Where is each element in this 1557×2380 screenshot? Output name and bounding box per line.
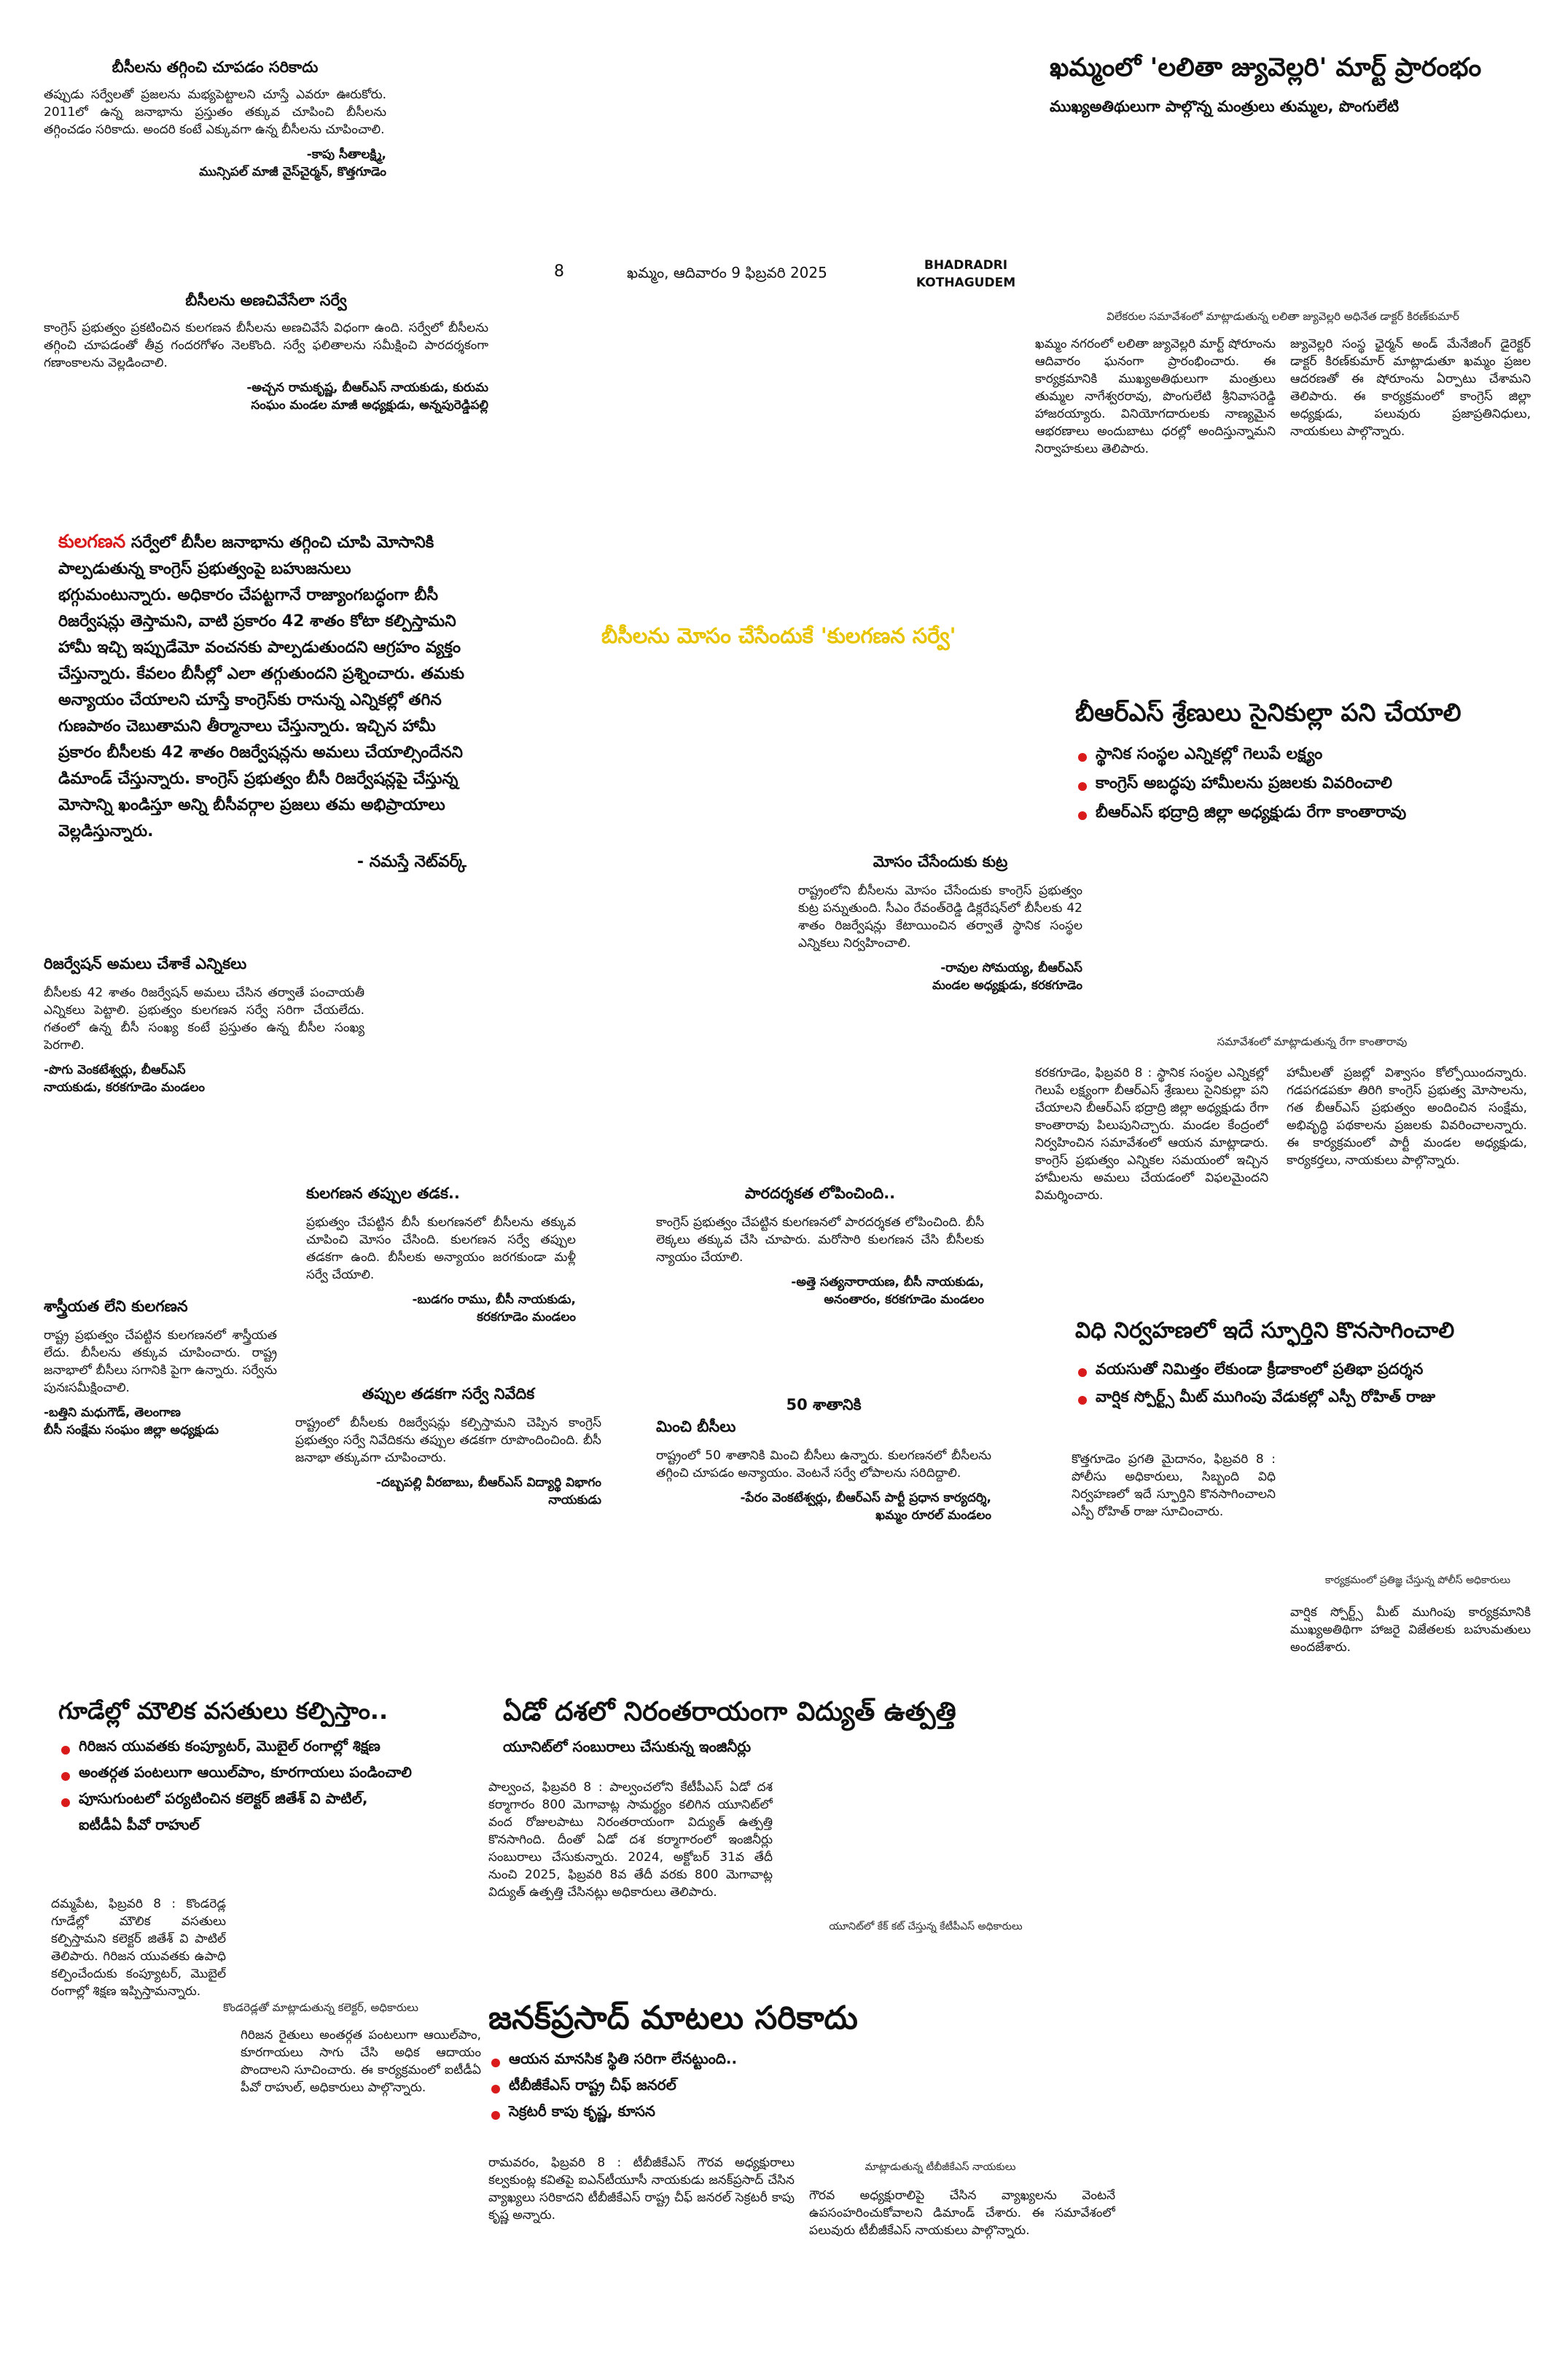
fifty-title-l1: 50 శాతానికి <box>786 1396 862 1413</box>
brs-col1: కరకగూడెం, ఫిబ్రవరి 8 : స్థానిక సంస్థల ఎన… <box>1035 1066 1268 1203</box>
lalitha-headline: ఖమ్మంలో 'లలితా జ్యువెల్లరి' మార్ట్ ప్రార… <box>1050 53 1482 82</box>
letter-title: బీసీలను తగ్గించి చూపడం సరికాదు <box>112 58 319 76</box>
letter-signature: -కాపు సీతాలక్ష్మి, మున్సిపల్ మాజీ వైస్‌చ… <box>199 147 386 179</box>
letter-body: కాంగ్రెస్ ప్రభుత్వం ప్రకటించిన కులగణన బీ… <box>44 321 488 370</box>
bullet: ఆయన మానసిక స్థితి సరిగా లేనట్టుంది.. <box>488 2048 1057 2069</box>
brs-headline: బీఆర్ఎస్ శ్రేణులు సైనికుల్లా పని చేయాలి <box>1075 698 1462 727</box>
bullet: బీఆర్ఎస్ భద్రాద్రి జిల్లా అధ్యక్షుడు రేగ… <box>1075 801 1534 824</box>
tappula-article: కులగణన తప్పుల తడక.. ప్రభుత్వం చేపట్టిన బ… <box>306 1185 576 1432</box>
gudem-header: గూడేల్లో మౌలిక వసతులు కల్పిస్తాం.. గిరిజ… <box>58 1695 488 1870</box>
vidhi-col2: వార్షిక స్పోర్ట్స్ మీట్ ముగింపు కార్యక్ర… <box>1290 1605 1531 1655</box>
reservation-signature: -పొగు వెంకటేశ్వర్లు, బీఆర్ఎస్ నాయకుడు, క… <box>44 1063 205 1095</box>
mosam-title: మోసం చేసేందుకు కుట్ర <box>873 853 1008 870</box>
tappula-signature: -బుడగం రాము, బీసీ నాయకుడు, కరకగూడెం మండల… <box>412 1292 576 1324</box>
tappula-body: ప్రభుత్వం చేపట్టిన బీసీ కులగణనలో బీసీలను… <box>306 1215 576 1282</box>
edition-line1: BHADRADRI <box>924 258 1008 273</box>
vidhi-caption: కార్యక్రమంలో ప్రతిజ్ఞ చేస్తున్న పోలీస్ అ… <box>1324 1575 1511 1586</box>
bullet-cont: సెక్రటరీ కాపు కృష్ణ, కూసన <box>488 2101 1057 2121</box>
mosam-article: మోసం చేసేందుకు కుట్ర రాష్ట్రంలోని బీసీలన… <box>798 853 1082 1130</box>
fifty-title-l2: మించి బీసీలు <box>656 1418 736 1435</box>
bullet: కాంగ్రెస్ అబద్ధపు హామీలను ప్రజలకు వివరిం… <box>1075 772 1534 795</box>
sastriyata-article: శాస్త్రీయత లేని కులగణన రాష్ట్ర ప్రభుత్వం… <box>44 1298 277 1633</box>
vidhi-bullets: వయసుతో నిమిత్తం లేకుండా క్రీడాకాంలో ప్రత… <box>1075 1358 1542 1408</box>
dateline: ఖమ్మం, ఆదివారం 9 ఫిబ్రవరి 2025 <box>627 264 827 281</box>
gudem-col2: గిరిజన రైతులు అంతర్గత పంటలుగా ఆయిల్‌పాం,… <box>241 2028 481 2095</box>
nivedika-title: తప్పుల తడకగా సర్వే నివేదిక <box>362 1385 535 1402</box>
vidyut-headline: ఏడో దశలో నిరంతరాయంగా విద్యుత్ ఉత్పత్తి <box>503 1697 956 1727</box>
bullet: అంతర్గత పంటలుగా ఆయిల్‌పాం, కూరగాయలు పండి… <box>58 1762 488 1782</box>
brs-bullets: స్థానిక సంస్థల ఎన్నికల్లో గెలుపే లక్ష్యం… <box>1075 743 1534 824</box>
letter-signature: -అచ్చన రామకృష్ణ, బీఆర్ఎస్ నాయకుడు, కురుమ… <box>246 381 488 413</box>
lalitha-col1: ఖమ్మం నగరంలో లలితా జ్యువెల్లరి మార్ట్ షో… <box>1035 337 1276 456</box>
fifty-signature: -పేరం వెంకటేశ్వర్లు, బీఆర్ఎస్ పార్టీ ప్ర… <box>740 1491 991 1523</box>
brs-col2: హామీలతో ప్రజల్లో విశ్వాసం కోల్పోయిందన్నా… <box>1287 1066 1527 1168</box>
letter-title: బీసీలను అణచివేసేలా సర్వే <box>185 292 347 309</box>
janak-bullets: ఆయన మానసిక స్థితి సరిగా లేనట్టుంది.. టీబ… <box>488 2048 1057 2121</box>
tappula-title: కులగణన తప్పుల తడక.. <box>306 1185 460 1202</box>
lead-word: కులగణన <box>58 531 126 552</box>
gudem-bullets: గిరిజన యువతకు కంప్యూటర్, మొబైల్ రంగాల్లో… <box>58 1736 488 1835</box>
vidhi-headline: విధి నిర్వహణలో ఇదే స్ఫూర్తిని కొనసాగించా… <box>1075 1318 1455 1343</box>
nivedika-signature: -దబ్బపల్లి వీరబాబు, బీఆర్ఎస్ విద్యార్థి … <box>375 1475 601 1507</box>
janak-header: జనక్‌ప్రసాద్ మాటలు సరికాదు ఆయన మానసిక స్… <box>488 1997 1057 2143</box>
reservation-title: రిజర్వేషన్ అమలు చేశాకే ఎన్నికలు <box>44 955 247 972</box>
janak-caption: మాట్లాడుతున్న టీబీజీకేఎస్ నాయకులు <box>865 2161 1016 2173</box>
gudem-headline: గూడేల్లో మౌలిక వసతులు కల్పిస్తాం.. <box>58 1697 389 1725</box>
janak-col2: గౌరవ అధ్యక్షురాలిపై చేసిన వ్యాఖ్యలను వెం… <box>809 2188 1115 2238</box>
edition-line2: KOTHAGUDEM <box>916 276 1016 290</box>
vidyut-body: పాల్వంచ, ఫిబ్రవరి 8 : పాల్వంచలోని కేటీపీ… <box>488 1780 773 1900</box>
brs-caption: సమావేశంలో మాట్లాడుతున్న రేగా కాంతారావు <box>1217 1035 1408 1048</box>
pardarsakata-article: పారదర్శకత లోపించింది.. కాంగ్రెస్ ప్రభుత్… <box>656 1185 984 1432</box>
bullet: వార్షిక స్పోర్ట్స్ మీట్ ముగింపు వేడుకల్ల… <box>1075 1386 1542 1408</box>
bullet: స్థానిక సంస్థల ఎన్నికల్లో గెలుపే లక్ష్యం <box>1075 743 1534 766</box>
pardarsakata-body: కాంగ్రెస్ ప్రభుత్వం చేపట్టిన కులగణనలో పా… <box>656 1215 984 1265</box>
vidyut-caption: యూనిట్‌లో కేక్ కట్ చేస్తున్న కేటీపీఎస్ అ… <box>829 1921 1023 1932</box>
fifty-body: రాష్ట్రంలో 50 శాతానికి మించి బీసీలు ఉన్న… <box>656 1448 991 1480</box>
letter-body: తప్పుడు సర్వేలతో ప్రజలను మభ్యపెట్టాలని చ… <box>44 87 386 137</box>
mosam-signature: -రావుల సోమయ్య, బీఆర్ఎస్ మండల అధ్యక్షుడు,… <box>932 961 1082 993</box>
lalitha-header: ఖమ్మంలో 'లలితా జ్యువెల్లరి' మార్ట్ ప్రార… <box>1050 51 1523 138</box>
mosam-body: రాష్ట్రంలోని బీసీలను మోసం చేసేందుకు కాంగ… <box>798 883 1082 951</box>
lead-signature: - నమస్తే నెట్‌వర్క్ <box>356 853 467 871</box>
lalitha-caption: విలేకరుల సమావేశంలో మాట్లాడుతున్న లలితా జ… <box>1107 310 1459 323</box>
kulaganana-banner: బీసీలను మోసం చేసేందుకే 'కులగణన సర్వే' <box>601 623 956 648</box>
bullet: వయసుతో నిమిత్తం లేకుండా క్రీడాకాంలో ప్రత… <box>1075 1358 1542 1380</box>
reservation-body: బీసీలకు 42 శాతం రిజర్వేషన్ అమలు చేసిన తర… <box>44 986 364 1053</box>
vidyut-subhead: యూనిట్‌లో సంబురాలు చేసుకున్న ఇంజినీర్లు <box>503 1738 752 1755</box>
pardarsakata-title: పారదర్శకత లోపించింది.. <box>744 1185 896 1202</box>
bullet: పూసుగుంటలో పర్యటించిన కలెక్టర్ జితేశ్ వి… <box>58 1788 488 1809</box>
brs-header: బీఆర్ఎస్ శ్రేణులు సైనికుల్లా పని చేయాలి … <box>1075 696 1534 871</box>
janak-headline: జనక్‌ప్రసాద్ మాటలు సరికాదు <box>488 1999 858 2037</box>
vidhi-col1: కొత్తగూడెం ప్రగతి మైదానం, ఫిబ్రవరి 8 : ప… <box>1072 1452 1276 1519</box>
kulaganana-lead: కులగణన సర్వేలో బీసీల జనాభాను తగ్గించి చూ… <box>58 528 467 933</box>
lalitha-subhead: ముఖ్యఅతిథులుగా పాల్గొన్న మంత్రులు తుమ్మల… <box>1050 98 1400 115</box>
reservation-article: రిజర్వేషన్ అమలు చేశాకే ఎన్నికలు బీసీలకు … <box>44 955 364 1261</box>
vidhi-header: విధి నిర్వహణలో ఇదే స్ఫూర్తిని కొనసాగించా… <box>1075 1316 1542 1440</box>
sastriyata-title: శాస్త్రీయత లేని కులగణన <box>44 1298 188 1315</box>
vidhi-col1-cont <box>1072 1677 1276 2005</box>
pardarsakata-signature: -అత్తె సత్యనారాయణ, బీసీ నాయకుడు, అనంతారం… <box>791 1275 984 1307</box>
gudem-caption: కొండరెడ్లతో మాట్లాడుతున్న కలెక్టర్, అధిక… <box>223 2001 418 2014</box>
nivedika-article: తప్పుల తడకగా సర్వే నివేదిక రాష్ట్రంలో బీ… <box>295 1385 601 1647</box>
bullet-cont: ఐటీడీఏ పీవో రాహుల్ <box>79 1816 200 1833</box>
letter-bc-suppression: బీసీలను అణచివేసేలా సర్వే కాంగ్రెస్ ప్రభు… <box>44 292 488 481</box>
edition-label: BHADRADRI KOTHAGUDEM <box>908 257 1024 300</box>
nivedika-body: రాష్ట్రంలో బీసీలకు రిజర్వేషన్లు కల్పిస్త… <box>295 1416 601 1465</box>
vidyut-header: ఏడో దశలో నిరంతరాయంగా విద్యుత్ ఉత్పత్తి య… <box>503 1695 1057 1768</box>
sastriyata-signature: -బత్తిని మధుగౌడ్, తెలంగాణ బీసీ సంక్షేమ స… <box>44 1405 219 1437</box>
letter-bc-undercount: బీసీలను తగ్గించి చూపడం సరికాదు తప్పుడు స… <box>44 58 386 255</box>
page-number: 8 <box>554 262 564 281</box>
bullet: టీబీజీకేఎస్ రాష్ట్ర చీఫ్ జనరల్ <box>488 2075 1057 2095</box>
sastriyata-body: రాష్ట్ర ప్రభుత్వం చేపట్టిన కులగణనలో శాస్… <box>44 1328 277 1395</box>
lalitha-col2: జ్యువెల్లరి సంస్థ ఛైర్మన్ అండ్ మేనేజింగ్… <box>1290 337 1531 439</box>
janak-col1: రామవరం, ఫిబ్రవరి 8 : టీబీజీకేఎస్ గౌరవ అధ… <box>488 2155 795 2223</box>
bullet: గిరిజన యువతకు కంప్యూటర్, మొబైల్ రంగాల్లో… <box>58 1736 488 1756</box>
fifty-article: 50 శాతానికి మించి బీసీలు రాష్ట్రంలో 50 శ… <box>656 1396 991 1647</box>
gudem-col1: దమ్మపేట, ఫిబ్రవరి 8 : కొండరెడ్ల గూడేల్లో… <box>51 1897 226 1999</box>
lead-body: సర్వేలో బీసీల జనాభాను తగ్గించి చూపి మోసా… <box>58 534 464 840</box>
